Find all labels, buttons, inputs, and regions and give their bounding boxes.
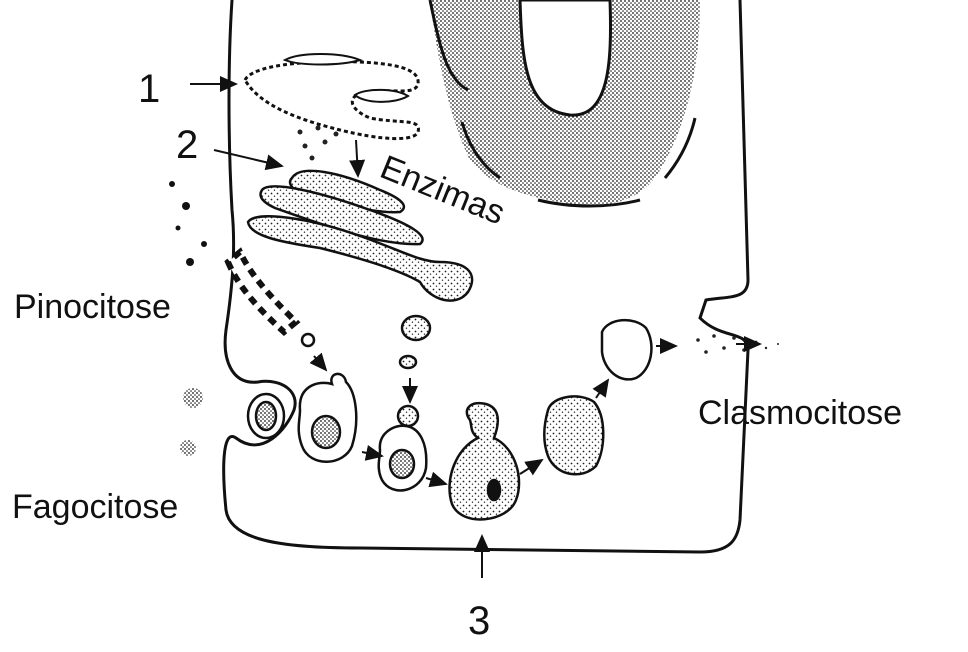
clasmocytosis-spray [696, 334, 779, 354]
label-3: 3 [468, 599, 490, 643]
label-clasmocitose: Clasmocitose [698, 394, 902, 432]
rough-endoplasmic-reticulum [243, 53, 420, 140]
label-2: 2 [176, 123, 198, 167]
label-fagocitose: Fagocitose [12, 488, 178, 526]
phagosome-sequence [246, 314, 653, 521]
enzyme-vesicle-dots [297, 125, 339, 161]
label-1: 1 [138, 67, 160, 111]
phagocytosis-particles [180, 388, 203, 456]
golgi-apparatus [246, 169, 474, 302]
label-pinocitose: Pinocitose [14, 288, 171, 326]
pinocytosis-channel [224, 247, 301, 336]
nucleus [428, 0, 700, 208]
pinocytosis-droplets [169, 181, 207, 266]
flow-arrows [190, 76, 762, 578]
